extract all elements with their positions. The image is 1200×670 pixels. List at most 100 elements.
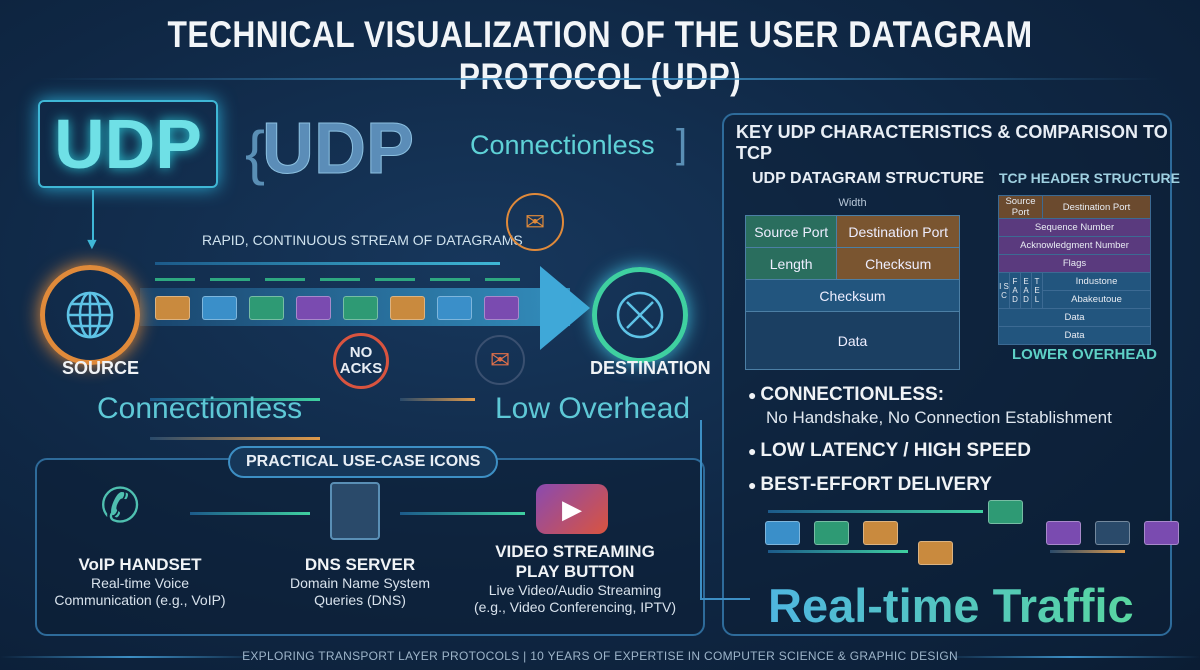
- voip-desc2: Communication (e.g., VoIP): [54, 592, 226, 608]
- top-arrow: [155, 262, 500, 265]
- dns-desc2: Queries (DNS): [314, 592, 406, 608]
- real-time-traffic-label: Real-time Traffic: [768, 579, 1134, 632]
- dns-desc1: Domain Name System: [289, 575, 431, 591]
- bracket-icon: ]: [676, 122, 688, 166]
- datagram-envelope: [437, 296, 472, 320]
- tcp-flag-4: T E L: [1031, 272, 1043, 309]
- datagram-envelope: [202, 296, 237, 320]
- connector-line: [92, 190, 94, 240]
- dropped-envelope-bubble: ✉: [506, 193, 564, 251]
- tcp-ack: Acknowledgment Number: [998, 236, 1151, 255]
- connectionless-label: Connectionless: [97, 392, 303, 425]
- destination-label: DESTINATION: [590, 358, 711, 378]
- datagram-envelope: [249, 296, 284, 320]
- characteristics-title: KEY UDP CHARACTERISTICS & COMPARISON TO …: [736, 122, 1168, 163]
- footer-line-left: [0, 656, 260, 658]
- connector-line: [700, 598, 750, 600]
- video-heading2: PLAY BUTTON: [515, 562, 635, 581]
- tcp-flag-1: I S C: [998, 272, 1010, 309]
- udp-destination-port: Destination Port: [836, 215, 960, 248]
- lower-arrow-2: [150, 437, 320, 440]
- video-desc1: Live Video/Audio Streaming: [488, 582, 662, 598]
- no-acks-badge: NO ACKS: [333, 333, 389, 389]
- tcp-flags: Flags: [998, 254, 1151, 273]
- tcp-source-port: Source Port: [998, 195, 1043, 219]
- mini-envelope: [1095, 521, 1130, 545]
- server-icon: [330, 482, 380, 540]
- arrows-expand-icon: [616, 291, 664, 339]
- bullet-connectionless-desc: No Handshake, No Connection Establishmen…: [766, 408, 1112, 427]
- brace-icon: {: [245, 119, 266, 186]
- mini-envelope: [814, 521, 849, 545]
- udp-checksum-row: Checksum: [745, 279, 960, 312]
- usecase-arrow-2: [400, 512, 525, 515]
- footer-line-right: [940, 656, 1200, 658]
- use-case-voip: VoIP HANDSET Real-time Voice Communicati…: [30, 555, 250, 609]
- connectionless-tag: Connectionless: [470, 130, 655, 160]
- play-button-icon: ▶: [536, 484, 608, 534]
- lower-arrow-3: [400, 398, 475, 401]
- tcp-field-1: Industone: [1042, 272, 1151, 291]
- bullet-low-latency: LOW LATENCY / HIGH SPEED: [748, 440, 1031, 462]
- tcp-data-2: Data: [998, 326, 1151, 345]
- udp-length: Length: [744, 247, 838, 280]
- lost-packet-icon: ✉: [475, 335, 525, 385]
- destination-node: [592, 267, 688, 363]
- usecase-arrow-1: [190, 512, 310, 515]
- lower-overhead-label: LOWER OVERHEAD: [1012, 346, 1158, 363]
- title-divider: [40, 78, 1160, 80]
- footer-caption: EXPLORING TRANSPORT LAYER PROTOCOLS | 10…: [242, 649, 958, 663]
- tcp-flag-3: E A D: [1020, 272, 1032, 309]
- mini-envelope: [918, 541, 953, 565]
- udp-checksum: Checksum: [836, 247, 960, 280]
- udp-source-port: Source Port: [744, 215, 838, 248]
- bullet-connectionless: CONNECTIONLESS:: [748, 384, 944, 406]
- envelope-crossed-icon: ✉: [524, 208, 546, 236]
- mini-stream-arrow-3: [1050, 550, 1125, 553]
- mini-stream-arrow-1: [768, 510, 983, 513]
- udp-logo-box: UDP: [38, 100, 218, 188]
- voip-heading: VoIP HANDSET: [78, 555, 202, 574]
- main-arrow-head: [540, 266, 590, 350]
- bullet-best-effort: BEST-EFFORT DELIVERY: [748, 474, 992, 496]
- width-label: Width: [838, 197, 867, 209]
- low-overhead-label: Low Overhead: [495, 392, 691, 425]
- datagram-envelope: [296, 296, 331, 320]
- tcp-sequence: Sequence Number: [998, 218, 1151, 237]
- dns-heading: DNS SERVER: [304, 555, 416, 574]
- dash-arrow-row: [155, 278, 520, 281]
- tcp-flag-2: F A D: [1009, 272, 1021, 309]
- use-case-dns: DNS SERVER Domain Name System Queries (D…: [250, 555, 470, 609]
- udp-structure-title: UDP DATAGRAM STRUCTURE: [752, 170, 984, 187]
- connector-line: [700, 420, 702, 600]
- mini-envelope: [863, 521, 898, 545]
- video-desc2: (e.g., Video Conferencing, IPTV): [473, 599, 677, 615]
- globe-icon: [66, 291, 114, 339]
- mini-envelope: [988, 500, 1023, 524]
- source-node: [40, 265, 140, 365]
- mini-envelope: [1144, 521, 1179, 545]
- datagram-envelope: [155, 296, 190, 320]
- mini-envelope: [765, 521, 800, 545]
- datagram-envelope: [390, 296, 425, 320]
- page-title: TECHNICAL VISUALIZATION OF THE USER DATA…: [167, 14, 1033, 97]
- tcp-data-1: Data: [998, 308, 1151, 327]
- datagram-envelope: [343, 296, 378, 320]
- arrow-down-icon: ▼: [84, 236, 100, 253]
- stream-caption: RAPID, CONTINUOUS STREAM OF DATAGRAMS: [202, 232, 523, 248]
- source-label: SOURCE: [62, 358, 140, 378]
- tcp-field-2: Abakeutoue: [1042, 290, 1151, 309]
- phone-icon: ✆: [100, 480, 141, 533]
- use-case-title: PRACTICAL USE-CASE ICONS: [228, 446, 499, 478]
- use-case-video: VIDEO STREAMING PLAY BUTTON Live Video/A…: [465, 542, 685, 616]
- datagram-envelope: [484, 296, 519, 320]
- voip-desc1: Real-time Voice: [90, 575, 190, 591]
- lower-arrow-1: [150, 398, 320, 401]
- mini-stream-arrow-2: [768, 550, 908, 553]
- mini-envelope: [1046, 521, 1081, 545]
- datagram-envelopes: [155, 296, 519, 320]
- udp-data: Data: [745, 311, 960, 370]
- udp-outline-text: UDP: [261, 109, 415, 190]
